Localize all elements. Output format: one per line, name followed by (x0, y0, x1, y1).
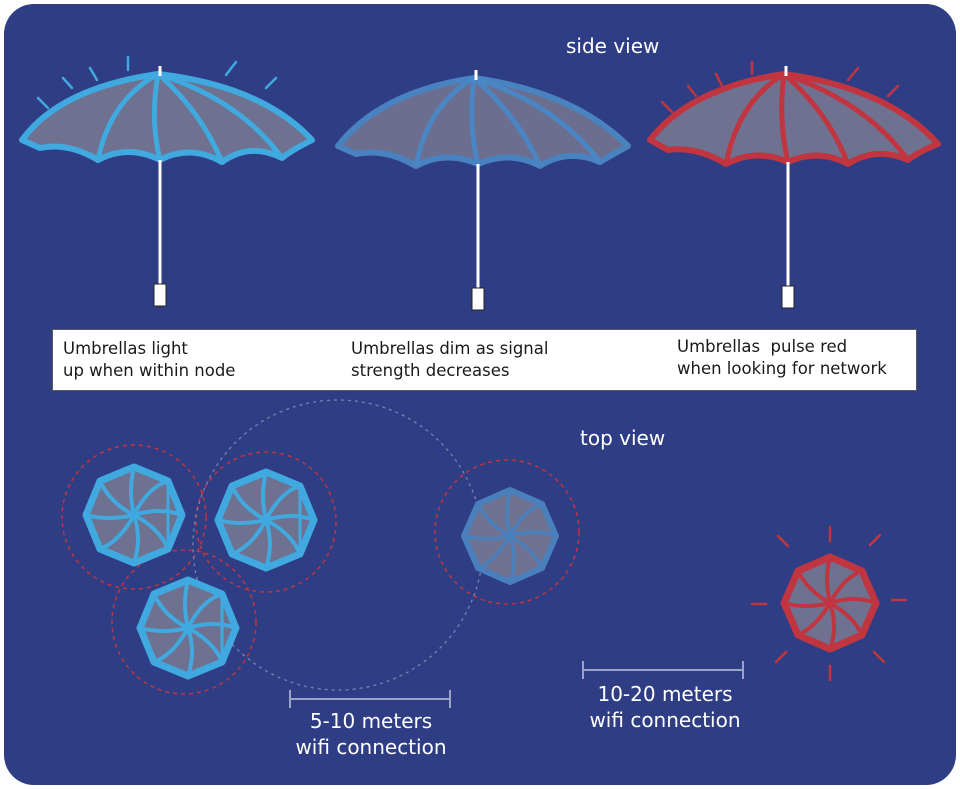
scale-label-long: 10-20 meters wifi connection (580, 681, 750, 733)
caption-red: Umbrellas pulse red when looking for netw… (677, 336, 887, 380)
caption-lit-line2: up when within node (63, 361, 236, 380)
caption-dim-line2: strength decreases (351, 361, 510, 380)
top-umbrella-dim (464, 490, 556, 582)
glow-rays-red-top (750, 525, 908, 682)
top-view-heading: top view (580, 426, 666, 450)
umbrella-handle (153, 283, 167, 307)
umbrella-handle (471, 287, 485, 311)
glow-rays-red (660, 60, 900, 114)
side-umbrella-lit (19, 55, 315, 307)
scale-label-long-line2: wifi connection (589, 708, 741, 732)
top-umbrella-lit-1 (86, 467, 182, 563)
caption-dim-line1: Umbrellas dim as signal (351, 339, 549, 358)
range-rings (61, 444, 580, 695)
top-umbrella-lit-2 (218, 472, 314, 568)
scale-label-short-line2: wifi connection (295, 735, 447, 759)
canopy-dim (335, 75, 631, 169)
scale-bar-2 (582, 661, 744, 679)
side-umbrella-dim (335, 70, 631, 311)
glow-rays-blue (36, 55, 278, 110)
caption-lit: Umbrellas light up when within node (63, 338, 235, 382)
umbrella-handle (781, 285, 795, 309)
scale-label-short-line1: 5-10 meters (309, 709, 433, 733)
caption-dim: Umbrellas dim as signal strength decrease… (351, 338, 548, 382)
scale-bar-1 (289, 690, 451, 708)
top-umbrella-lit-3 (140, 580, 236, 676)
top-umbrella-red (784, 557, 876, 649)
caption-red-line1: Umbrellas pulse red (677, 337, 848, 356)
scale-label-short: 5-10 meters wifi connection (286, 708, 456, 760)
caption-red-line2: when looking for network (677, 359, 887, 378)
side-view-heading: side view (566, 34, 660, 58)
caption-box: Umbrellas light up when within node Umbre… (52, 329, 917, 391)
caption-lit-line1: Umbrellas light (63, 339, 188, 358)
umbrella-illustration (19, 55, 941, 708)
diagram-panel: side view Umbrellas light up when within … (4, 4, 956, 785)
scale-label-long-line1: 10-20 meters (597, 682, 733, 706)
side-umbrella-red (647, 60, 941, 309)
